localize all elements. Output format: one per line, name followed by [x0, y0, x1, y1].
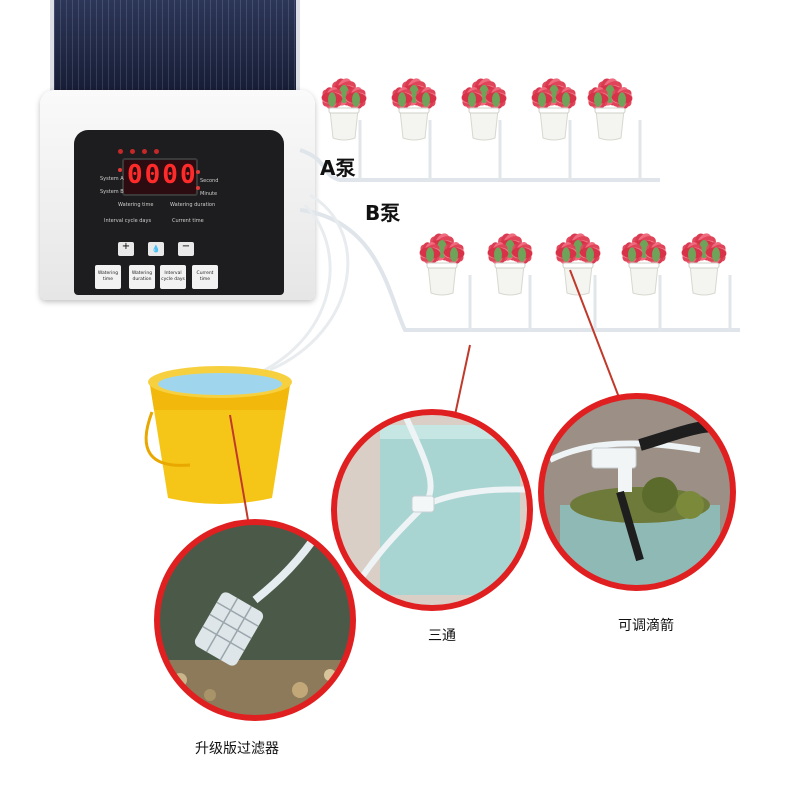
pump-a-label: A泵 [320, 156, 356, 180]
indicator-dot [142, 149, 147, 154]
interval-cycle-days-button[interactable]: Interval cycle days [160, 265, 186, 289]
filter-zoom-circle [154, 519, 356, 721]
display-digits: 0000 [127, 160, 198, 190]
interval-cycle-days-label: Interval cycle days [104, 218, 152, 224]
minus-key[interactable]: − [178, 242, 194, 256]
plus-key[interactable]: + [118, 242, 134, 256]
indicator-dot [130, 149, 135, 154]
watering-time-button[interactable]: Watering time [95, 265, 121, 289]
filter-caption: 升级版过滤器 [195, 741, 279, 757]
set-key[interactable]: 💧 [148, 242, 164, 256]
watering-duration-button[interactable]: Watering duration [129, 265, 155, 289]
water-drop-icon: 💧 [151, 245, 161, 253]
minus-icon: − [181, 241, 191, 252]
dripper-zoom-circle [538, 393, 736, 591]
status-led-second [196, 170, 200, 174]
tee-caption: 三通 [428, 628, 456, 644]
minute-label: Minute [200, 191, 218, 197]
water-bucket [144, 366, 292, 504]
status-led-system-a [118, 168, 122, 172]
pump-b-label: B泵 [365, 201, 401, 225]
solar-panel [50, 0, 300, 98]
current-time-label: Current time [172, 218, 204, 224]
tee-zoom-circle [331, 409, 533, 611]
current-time-button[interactable]: Current time [192, 265, 218, 289]
system-a-label: System A [100, 176, 124, 182]
indicator-dot [154, 149, 159, 154]
watering-duration-label: Watering duration [170, 202, 216, 208]
dripper-caption: 可调滴箭 [618, 618, 674, 634]
plus-icon: + [121, 241, 131, 252]
second-label: Second [200, 178, 219, 184]
lcd-screen [122, 158, 198, 196]
watering-time-label: Watering time [118, 202, 154, 208]
status-led-minute [196, 186, 200, 190]
system-b-label: System B [100, 189, 124, 195]
indicator-dot [118, 149, 123, 154]
